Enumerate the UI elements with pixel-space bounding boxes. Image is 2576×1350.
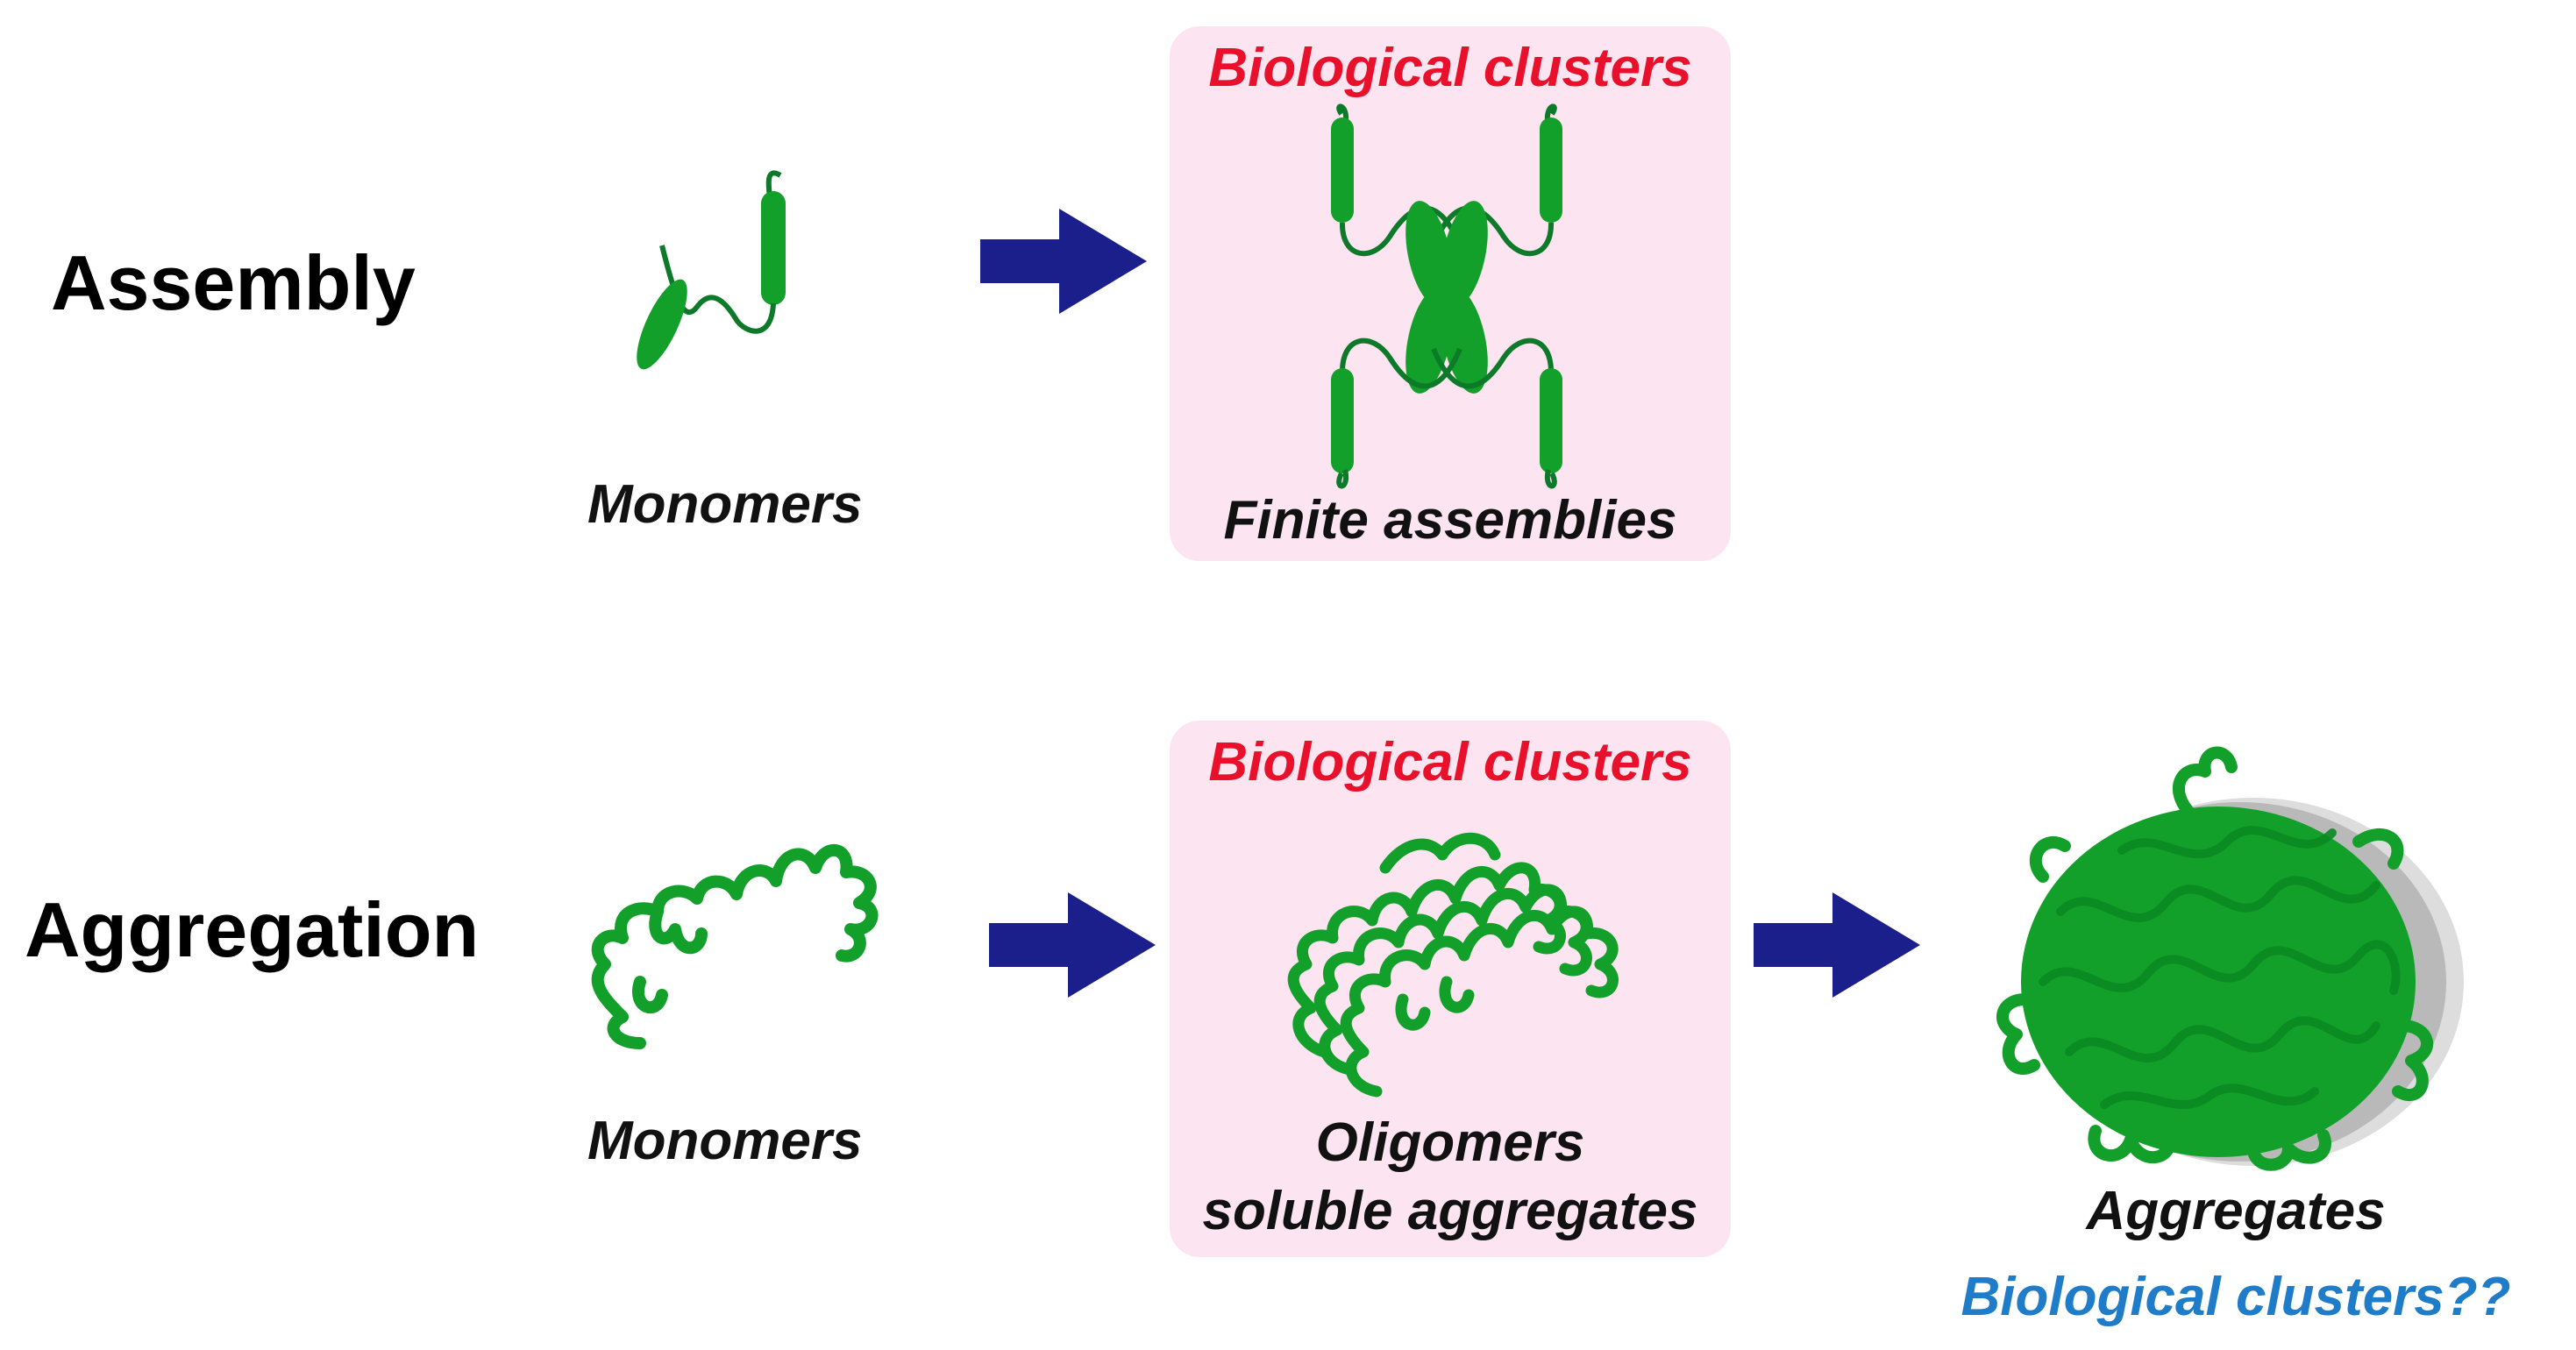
- assembly-panel-header: Biological clusters: [1208, 38, 1692, 98]
- assembly-monomers-caption: Monomers: [587, 474, 863, 535]
- aggregation-arrow-1-icon: [989, 892, 1156, 998]
- aggregation-panel-caption-line2: soluble aggregates: [1202, 1181, 1698, 1241]
- aggregation-arrow-2-icon: [1754, 892, 1920, 998]
- aggregation-panel-header: Biological clusters: [1208, 732, 1692, 792]
- oligomer-icon: [1287, 832, 1619, 1098]
- assembly-row-title: Assembly: [51, 239, 416, 326]
- assembly-arrow-icon: [980, 209, 1147, 314]
- aggregate-icon: [1996, 746, 2464, 1171]
- assembly-monomer-icon: [637, 170, 786, 370]
- aggregation-panel-caption-line1: Oligomers: [1315, 1112, 1585, 1173]
- aggregates-caption: Aggregates: [2086, 1181, 2386, 1241]
- assembly-panel-caption: Finite assemblies: [1223, 490, 1677, 551]
- aggregates-question-caption: Biological clusters??: [1960, 1267, 2511, 1327]
- finite-assembly-icon: [1331, 103, 1562, 489]
- aggregation-monomers-caption: Monomers: [587, 1111, 863, 1171]
- aggregation-monomer-icon: [591, 844, 879, 1049]
- aggregation-row-title: Aggregation: [25, 886, 480, 973]
